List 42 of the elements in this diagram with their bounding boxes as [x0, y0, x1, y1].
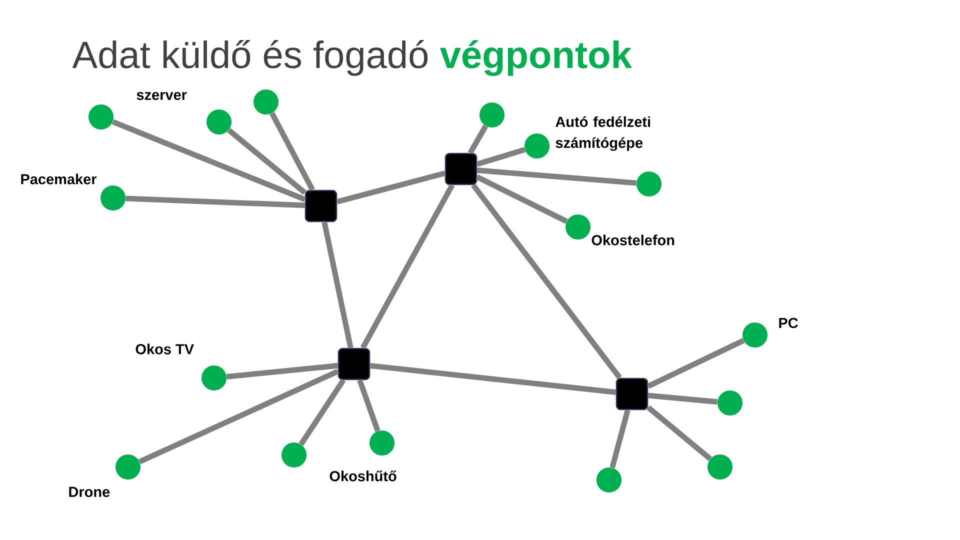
node-label: szerver — [136, 92, 187, 100]
endpoint-circle — [596, 468, 622, 492]
connector-line — [370, 363, 616, 395]
connector-line — [298, 378, 346, 446]
connector-line — [476, 147, 526, 167]
connector-line — [126, 196, 305, 208]
connector-line — [112, 119, 306, 202]
connector-line — [646, 338, 745, 389]
connector-line — [138, 368, 339, 464]
node-label: Pacemaker — [21, 174, 97, 184]
connector-line — [226, 362, 338, 380]
endpoint-circle — [718, 390, 742, 416]
node-label: Drone — [69, 486, 110, 498]
hub-square — [338, 348, 370, 380]
endpoint-circle — [88, 104, 114, 130]
connector-line — [227, 128, 307, 195]
endpoint-circle — [636, 172, 662, 196]
connector-line — [336, 170, 446, 204]
hub-square — [444, 152, 478, 186]
node-label: Okoshűtő — [330, 470, 396, 482]
node-label: PC — [779, 318, 798, 328]
connector-line — [270, 112, 315, 192]
connector-line — [471, 183, 622, 380]
title: Adat küldő és fogadó végpontok — [72, 40, 632, 76]
connector-line — [610, 409, 630, 468]
connector-line — [648, 392, 718, 405]
endpoint-circle — [708, 454, 732, 480]
node-label: Okos TV — [136, 344, 194, 354]
connector-line — [360, 184, 455, 350]
connector-line — [357, 379, 380, 432]
connector-line — [476, 174, 568, 224]
connector-line — [646, 405, 712, 461]
connector-line — [476, 168, 637, 186]
hub-square — [616, 378, 648, 410]
endpoint-circle — [282, 442, 306, 468]
node-label: Okostelefon — [592, 234, 674, 246]
endpoint-circle — [480, 102, 504, 128]
connector-line — [322, 222, 354, 348]
hub-square — [304, 190, 338, 222]
endpoint-circle — [254, 90, 278, 114]
node-label: Autó fedélzeti számítógépe — [556, 116, 650, 151]
connector-line — [468, 124, 488, 154]
